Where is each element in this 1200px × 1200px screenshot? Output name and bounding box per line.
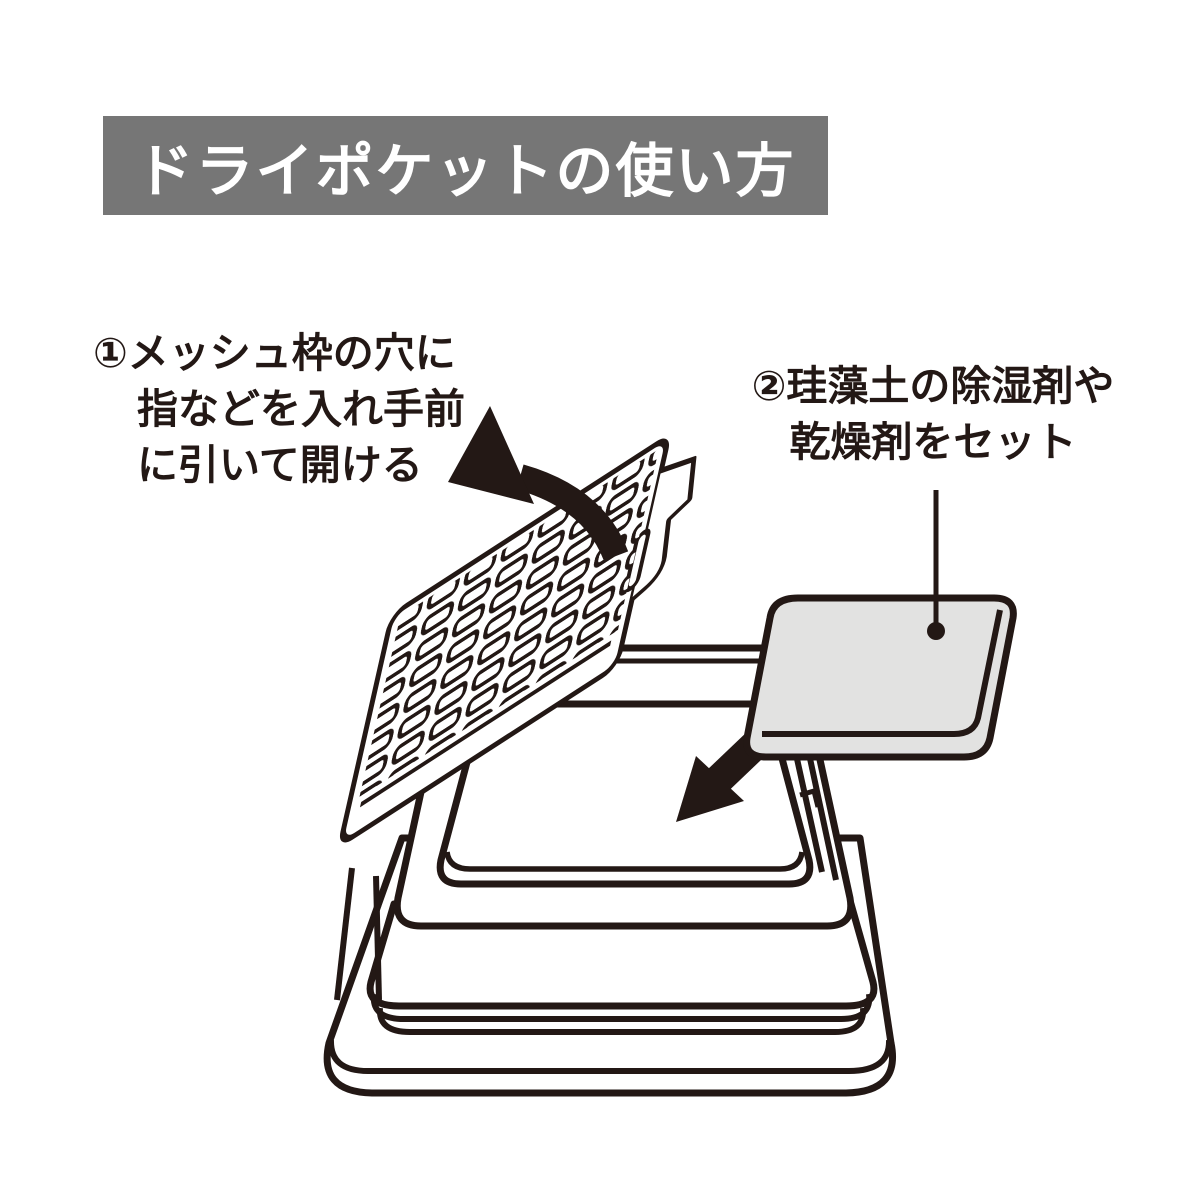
lid-hinge-arm-2 xyxy=(373,875,382,1001)
step2-annotation: ②珪藻土の除湿剤や 乾燥剤をセット xyxy=(750,358,1116,470)
step2-line-1: ②珪藻土の除湿剤や xyxy=(751,363,1115,409)
page-title: ドライポケットの使い方 xyxy=(135,138,796,204)
step1-annotation: ①メッシュ枠の穴に 指などを入れ手前 に引いて開ける xyxy=(93,325,465,493)
step1-line-2: 指などを入れ手前 xyxy=(137,386,465,432)
lid-tab xyxy=(631,455,697,603)
step1-line-3: に引いて開ける xyxy=(137,442,423,488)
tray-hinge-notch xyxy=(799,788,821,808)
title-banner: ドライポケットの使い方 xyxy=(103,116,828,215)
lid-hinge-arm-1 xyxy=(334,867,355,1001)
step1-line-1: ①メッシュ枠の穴に xyxy=(93,330,456,376)
step2-line-2: 乾燥剤をセット xyxy=(789,419,1077,465)
lid-inner-edge-line xyxy=(359,640,612,808)
open-arrow-icon xyxy=(448,406,629,562)
tray-opening-inner-line xyxy=(444,851,805,872)
container-base-edge-line xyxy=(327,1039,893,1074)
leader-dot xyxy=(927,622,945,640)
mesh-holes xyxy=(359,449,659,798)
container-middle-line-2 xyxy=(376,1007,867,1035)
desiccant-packet xyxy=(743,594,1017,761)
mesh-lid xyxy=(339,438,697,843)
container-middle-line-1 xyxy=(370,993,873,1022)
packet-inner-edge xyxy=(762,609,1003,737)
